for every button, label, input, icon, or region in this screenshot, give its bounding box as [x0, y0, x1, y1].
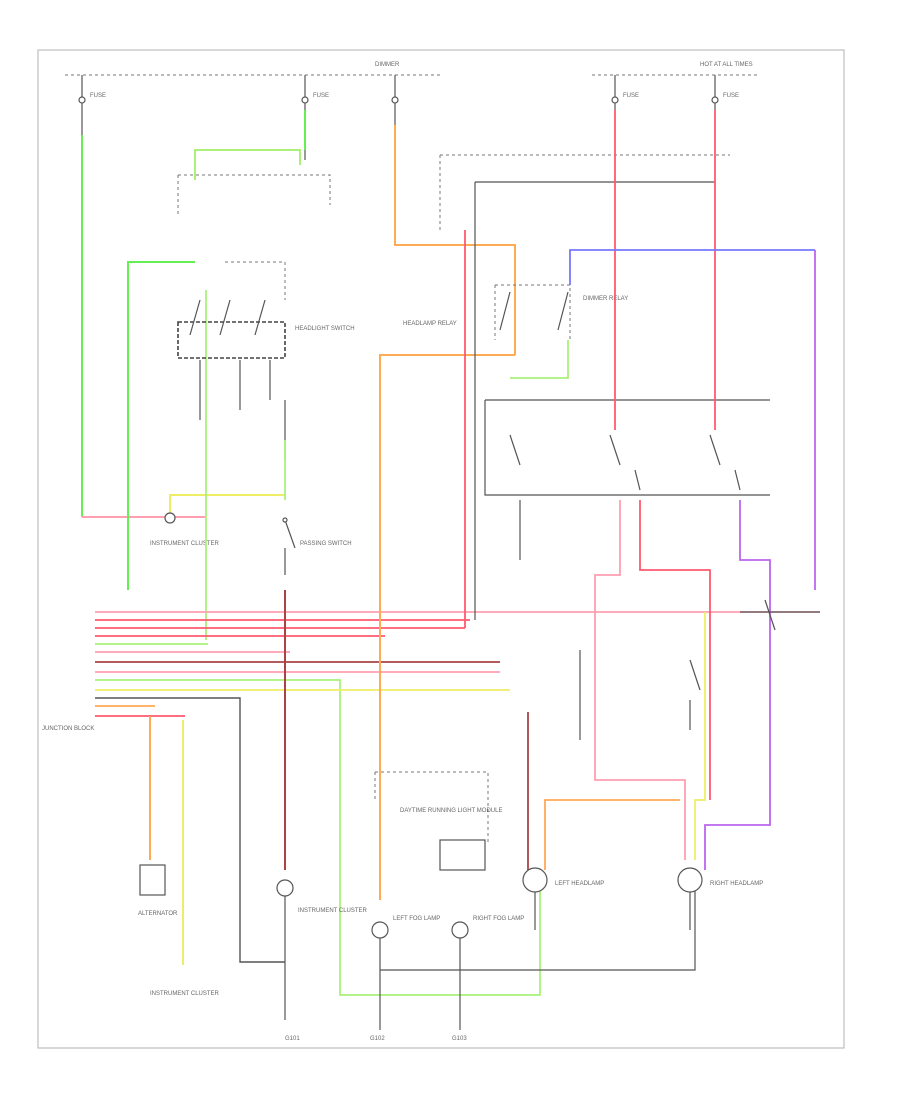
wire-yellow-left	[169, 494, 285, 520]
fog-relay-switch	[579, 650, 701, 740]
fuse-left: FUSE	[78, 75, 106, 135]
switch-box-b	[225, 261, 286, 300]
instrument-cluster-b-label: INSTRUMENT CLUSTER	[150, 991, 220, 997]
fuse-mid-label: FUSE	[313, 93, 329, 99]
right-fog-lamp: RIGHT FOG LAMP	[451, 916, 524, 1030]
instrument-lamp-left: INSTRUMENT CLUSTER	[150, 512, 220, 547]
wire-green-top	[194, 149, 301, 180]
fuse-right-b-label: FUSE	[723, 93, 739, 99]
ground-c-label: G103	[452, 1036, 467, 1042]
daytime-module: DAYTIME RUNNING LIGHT MODULE	[374, 771, 502, 871]
left-fog-lamp: LEFT FOG LAMP	[371, 916, 440, 1030]
harness-bundle	[95, 611, 820, 996]
left-fog-label: LEFT FOG LAMP	[393, 916, 440, 922]
wire-orange-mid	[394, 125, 516, 355]
right-fog-label: RIGHT FOG LAMP	[473, 916, 524, 922]
high-beam-indicator-label: INSTRUMENT CLUSTER	[298, 908, 368, 914]
headlight-switch: HEADLIGHT SWITCH	[177, 299, 355, 359]
right-relay-switch	[764, 599, 776, 631]
left-headlamp-label: LEFT HEADLAMP	[555, 881, 604, 887]
rt-header-a: HOT AT ALL TIMES	[700, 62, 753, 68]
switch-box-a	[177, 174, 331, 215]
ground-a-label: G101	[285, 1036, 300, 1042]
wire-yellow-right	[694, 612, 706, 860]
relay-box-large	[484, 399, 770, 496]
fuse-right-a-label: FUSE	[623, 93, 639, 99]
wire-green-mid	[127, 261, 195, 590]
fuse-mid: FUSE	[301, 75, 329, 160]
wire-blue	[569, 249, 815, 285]
wire-green-relay	[510, 340, 569, 379]
alternator-label: ALTERNATOR	[138, 911, 178, 917]
harness-label: JUNCTION BLOCK	[42, 726, 94, 732]
headlamp-relay-label: HEADLAMP RELAY	[403, 321, 457, 327]
right-headlamp-label: RIGHT HEADLAMP	[710, 881, 763, 887]
relay-switches	[509, 434, 741, 491]
fuse-mid-2	[391, 75, 399, 125]
wire-orange-right	[544, 799, 680, 870]
wire-red-right-2	[639, 500, 711, 800]
ground-b-label: G102	[370, 1036, 385, 1042]
control-box-top	[439, 154, 730, 230]
high-beam-indicator: INSTRUMENT CLUSTER	[276, 879, 368, 1020]
daytime-module-label: DAYTIME RUNNING LIGHT MODULE	[400, 808, 502, 814]
dimmer-relay-label: DIMMER RELAY	[583, 296, 628, 302]
mid-header: DIMMER	[375, 62, 400, 68]
wire-pink-right-1	[594, 500, 686, 860]
passing-switch-label: PASSING SWITCH	[300, 541, 352, 547]
instrument-cluster-label: INSTRUMENT CLUSTER	[150, 541, 220, 547]
left-headlamp: LEFT HEADLAMP	[522, 867, 604, 930]
passing-switch: PASSING SWITCH	[282, 517, 352, 549]
fuse-right-b: FUSE	[711, 75, 739, 110]
switch-leads-lower	[199, 360, 271, 420]
fuse-left-label: FUSE	[90, 93, 106, 99]
right-headlamp: RIGHT HEADLAMP	[677, 867, 763, 930]
fuse-right-a: FUSE	[611, 75, 639, 110]
headlight-switch-label: HEADLIGHT SWITCH	[295, 326, 355, 332]
diagram-frame	[37, 49, 845, 1049]
wire-violet-drop	[704, 500, 771, 870]
wire-gray-fog-bus	[380, 890, 696, 971]
alternator: ALTERNATOR	[138, 864, 178, 917]
wire-orange-down	[379, 354, 515, 900]
